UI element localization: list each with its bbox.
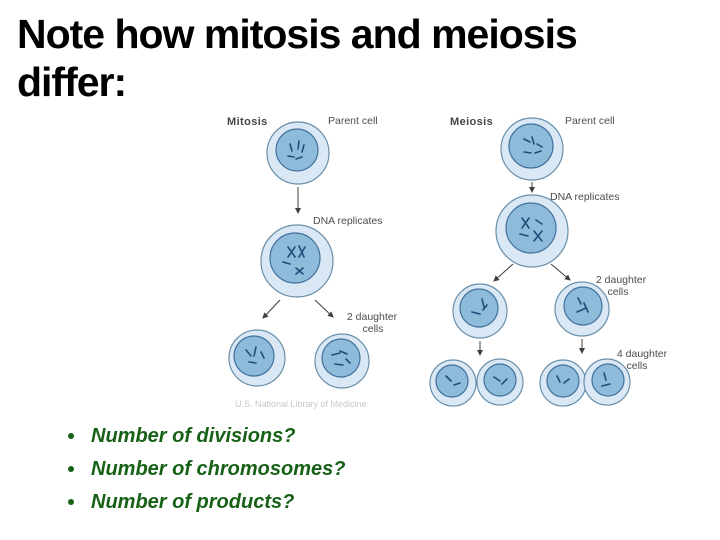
meiosis-column-label: Meiosis [450, 116, 493, 128]
meiosis-2-daughter-label-line1: 2 daughter [596, 274, 647, 286]
mitosis-dna-replicates-label: DNA replicates [313, 215, 382, 227]
meiosis-replicated-cell [495, 194, 569, 268]
bullet-dot [68, 433, 74, 439]
mitosis-daughter-cell-2 [314, 333, 370, 389]
meiosis-4-daughter-label-line1: 4 daughter [617, 348, 668, 360]
slide-title: Note how mitosis and meiosis differ: [17, 10, 707, 106]
mitosis-column-label: Mitosis [227, 116, 268, 128]
credit-line: U.S. National Library of Medicine [235, 399, 367, 409]
mitosis-meiosis-diagram: Mitosis Parent cell DNA replicates 2 dau… [180, 100, 700, 420]
meiosis-2-daughter-label-line2: cells [607, 286, 628, 298]
mitosis-parent-cell-label: Parent cell [328, 115, 378, 127]
meiosis-arrow-right [550, 263, 571, 281]
meiosis-dna-replicates-label: DNA replicates [550, 191, 619, 203]
bullet-list: Number of divisions? Number of chromosom… [68, 424, 345, 523]
bullet-item-products: Number of products? [68, 490, 345, 514]
meiosis-final-cell-1 [429, 359, 477, 407]
mitosis-daughter-cell-1 [228, 329, 286, 387]
mitosis-arrow-left [262, 299, 281, 319]
meiosis-final-cell-4 [583, 358, 631, 406]
bullet-label: Number of divisions? [91, 425, 296, 447]
meiosis-intermediate-cell-1 [452, 283, 508, 339]
mitosis-replicated-cell [260, 224, 334, 298]
mitosis-2-daughter-label-line1: 2 daughter [347, 311, 398, 323]
slide-title-line-2: differ: [17, 59, 127, 105]
mitosis-arrow-right [314, 299, 334, 318]
slide-title-line-1: Note how mitosis and meiosis [17, 11, 578, 57]
meiosis-arrow-left [493, 263, 514, 282]
meiosis-parent-cell [500, 117, 564, 181]
meiosis-final-cell-2 [476, 358, 524, 406]
bullet-label: Number of chromosomes? [91, 458, 346, 480]
meiosis-parent-cell-label: Parent cell [565, 115, 615, 127]
meiosis-final-cell-3 [539, 359, 587, 407]
mitosis-2-daughter-label-line2: cells [362, 323, 383, 335]
bullet-item-chromosomes: Number of chromosomes? [68, 457, 345, 481]
bullet-dot [68, 499, 74, 505]
meiosis-intermediate-cell-2 [554, 281, 610, 337]
bullet-label: Number of products? [91, 491, 295, 513]
mitosis-parent-cell [266, 121, 330, 185]
meiosis-4-daughter-label-line2: cells [626, 360, 647, 372]
bullet-item-divisions: Number of divisions? [68, 424, 345, 448]
bullet-dot [68, 466, 74, 472]
diagram-svg: Mitosis Parent cell DNA replicates 2 dau… [227, 115, 668, 409]
